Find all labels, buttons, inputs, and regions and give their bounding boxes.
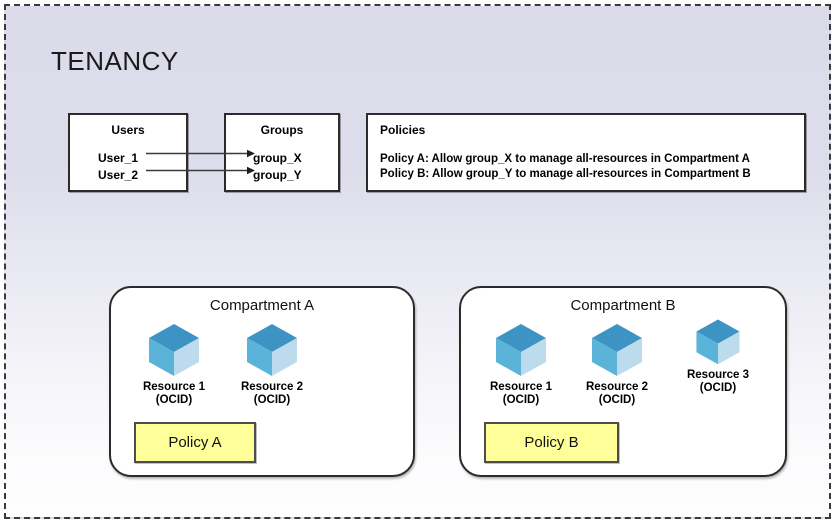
user-item-user-2[interactable]: User_2 (98, 168, 139, 182)
resource-b-3-label: Resource 3 (686, 369, 749, 381)
policy-statement-a: Policy A: Allow group_X to manage all-re… (380, 153, 750, 165)
connector-user-2-to-group-y (146, 166, 255, 175)
tenancy-boundary: TENANCY Users User_1 User_2 Groups group… (4, 4, 831, 519)
policy-chip-a[interactable]: Policy A (134, 422, 256, 463)
resource-b-1-label: Resource 1 (489, 381, 552, 393)
resource-a-1[interactable]: Resource 1 (OCID) (128, 320, 220, 407)
resource-cube-icon (247, 324, 297, 376)
users-box-title: Users (111, 123, 145, 137)
group-item-group-x[interactable]: group_X (253, 151, 302, 165)
groups-box[interactable]: Groups group_X group_Y (224, 113, 340, 192)
resource-a-1-label: Resource 1 (142, 381, 205, 393)
resource-a-2-ocid: (OCID) (253, 394, 291, 406)
resource-b-1-ocid: (OCID) (502, 394, 540, 406)
users-box[interactable]: Users User_1 User_2 (68, 113, 188, 192)
policies-box-title: Policies (380, 123, 426, 137)
resource-b-1[interactable]: Resource 1 (OCID) (475, 320, 567, 407)
user-item-user-1[interactable]: User_1 (98, 151, 139, 165)
resource-b-3[interactable]: Resource 3 (OCID) (672, 316, 764, 395)
resource-a-2-label: Resource 2 (240, 381, 303, 393)
groups-box-title: Groups (260, 123, 304, 137)
resource-b-2-ocid: (OCID) (598, 394, 636, 406)
tenancy-title: TENANCY (51, 46, 179, 76)
resource-a-2[interactable]: Resource 2 (OCID) (226, 320, 318, 407)
compartment-b[interactable]: Compartment B Resource 1 (OCID) Resource… (459, 286, 787, 477)
resource-a-1-ocid: (OCID) (155, 394, 193, 406)
connector-user-1-to-group-x (146, 149, 255, 158)
resource-cube-icon (592, 324, 642, 376)
compartment-a-title: Compartment A (209, 297, 315, 314)
resource-cube-icon (149, 324, 199, 376)
resource-b-2[interactable]: Resource 2 (OCID) (571, 320, 663, 407)
resource-b-3-ocid: (OCID) (699, 382, 737, 394)
resource-cube-icon (496, 324, 546, 376)
group-item-group-y[interactable]: group_Y (253, 168, 302, 182)
resource-b-2-label: Resource 2 (585, 381, 648, 393)
compartment-b-title: Compartment B (570, 297, 676, 314)
resource-cube-icon (696, 319, 740, 365)
policy-statement-b: Policy B: Allow group_Y to manage all-re… (380, 168, 751, 180)
policies-box[interactable]: Policies Policy A: Allow group_X to mana… (366, 113, 806, 192)
policy-chip-b[interactable]: Policy B (484, 422, 619, 463)
